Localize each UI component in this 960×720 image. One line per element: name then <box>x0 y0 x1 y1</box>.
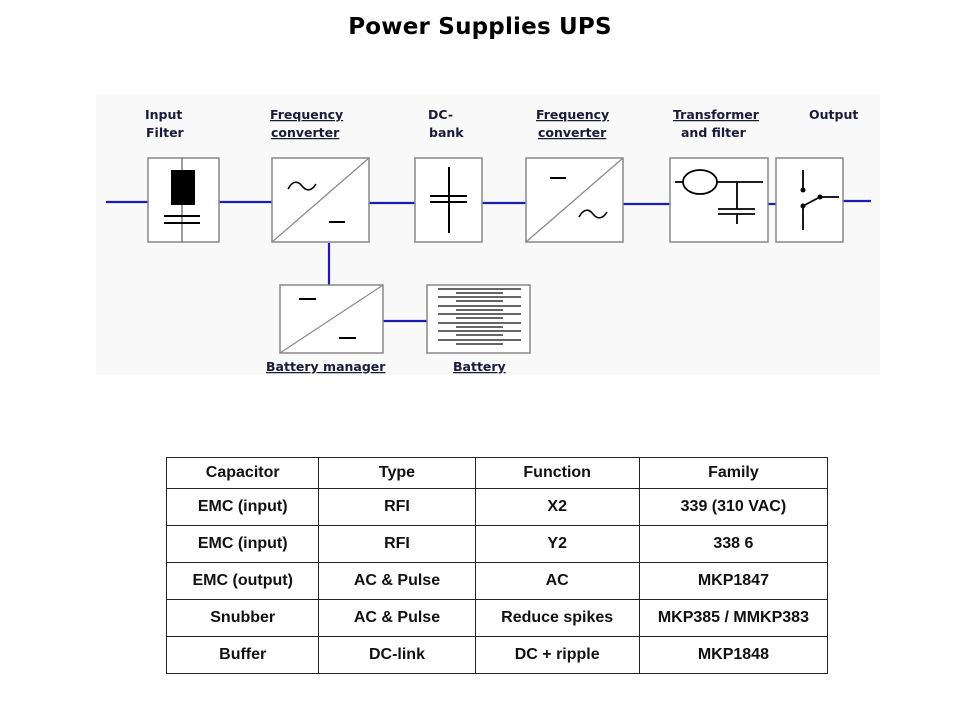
header-type: Type <box>318 457 476 489</box>
label-text: Input <box>145 107 182 122</box>
cell-type: DC-link <box>318 636 476 674</box>
cell-function: AC <box>474 562 640 600</box>
table-row: EMC (input) RFI X2 339 (310 VAC) <box>165 488 829 526</box>
label-text: Filter <box>146 125 185 140</box>
cell-function: Y2 <box>474 525 640 563</box>
transformer-icon <box>675 169 763 224</box>
label-text: Output <box>809 107 858 122</box>
block-battery <box>426 284 531 354</box>
capacitor-table: Capacitor Type Function Family EMC (inpu… <box>165 457 829 674</box>
capacitor-icon <box>430 167 467 233</box>
label-text: and filter <box>681 125 747 140</box>
block-transformer-filter <box>669 157 769 243</box>
table-row: EMC (output) AC & Pulse AC MKP1847 <box>165 562 829 600</box>
label-input-filter: Input Filter <box>145 107 185 140</box>
cell-capacitor: Snubber <box>165 599 320 637</box>
switch-icon <box>800 170 839 230</box>
battery-icon <box>438 288 521 345</box>
label-frequency-converter-1: Frequency converter <box>270 107 343 140</box>
cell-type: RFI <box>318 488 476 526</box>
block-dc-bank <box>414 157 483 243</box>
label-text: DC- <box>428 107 453 122</box>
label-text: Battery <box>453 359 506 374</box>
cell-family: MKP385 / MMKP383 <box>638 599 829 637</box>
label-dc-bank: DC- bank <box>428 107 464 140</box>
slide-title: Power Supplies UPS <box>348 14 612 40</box>
block-frequency-converter-1 <box>271 157 370 243</box>
label-transformer-filter: Transformer and filter <box>673 107 760 140</box>
cell-family: 339 (310 VAC) <box>638 488 829 526</box>
label-frequency-converter-2: Frequency converter <box>536 107 609 140</box>
block-frequency-converter-2 <box>525 157 624 243</box>
connection-lines <box>106 199 871 323</box>
label-text: Frequency <box>270 107 343 122</box>
cell-type: RFI <box>318 525 476 563</box>
table-row: EMC (input) RFI Y2 338 6 <box>165 525 829 563</box>
filter-icon <box>164 158 200 242</box>
header-family: Family <box>638 457 829 489</box>
cell-function: DC + ripple <box>474 636 640 674</box>
header-function: Function <box>474 457 640 489</box>
label-text: converter <box>271 125 340 140</box>
label-battery-manager: Battery manager <box>266 359 386 374</box>
label-text: Battery manager <box>266 359 386 374</box>
dc-dc-converter-icon <box>279 284 384 354</box>
label-output: Output <box>809 107 858 122</box>
label-text: converter <box>538 125 607 140</box>
table-row: Buffer DC-link DC + ripple MKP1848 <box>165 636 829 674</box>
block-output <box>775 157 844 243</box>
label-text: Frequency <box>536 107 609 122</box>
cell-capacitor: Buffer <box>165 636 320 674</box>
cell-family: MKP1847 <box>638 562 829 600</box>
table-header-row: Capacitor Type Function Family <box>165 457 829 489</box>
cell-capacitor: EMC (input) <box>165 525 320 563</box>
ac-to-dc-converter-icon <box>271 157 370 243</box>
cell-type: AC & Pulse <box>318 562 476 600</box>
block-input-filter <box>147 157 220 243</box>
cell-function: Reduce spikes <box>474 599 640 637</box>
cell-capacitor: EMC (input) <box>165 488 320 526</box>
header-capacitor: Capacitor <box>165 457 320 489</box>
table-row: Snubber AC & Pulse Reduce spikes MKP385 … <box>165 599 829 637</box>
label-battery: Battery <box>453 359 506 374</box>
cell-family: MKP1848 <box>638 636 829 674</box>
label-text: bank <box>429 125 464 140</box>
cell-function: X2 <box>474 488 640 526</box>
cell-capacitor: EMC (output) <box>165 562 320 600</box>
cell-type: AC & Pulse <box>318 599 476 637</box>
cell-family: 338 6 <box>638 525 829 563</box>
dc-to-ac-converter-icon <box>525 157 624 243</box>
block-battery-manager <box>279 284 384 354</box>
label-text: Transformer <box>673 107 760 122</box>
